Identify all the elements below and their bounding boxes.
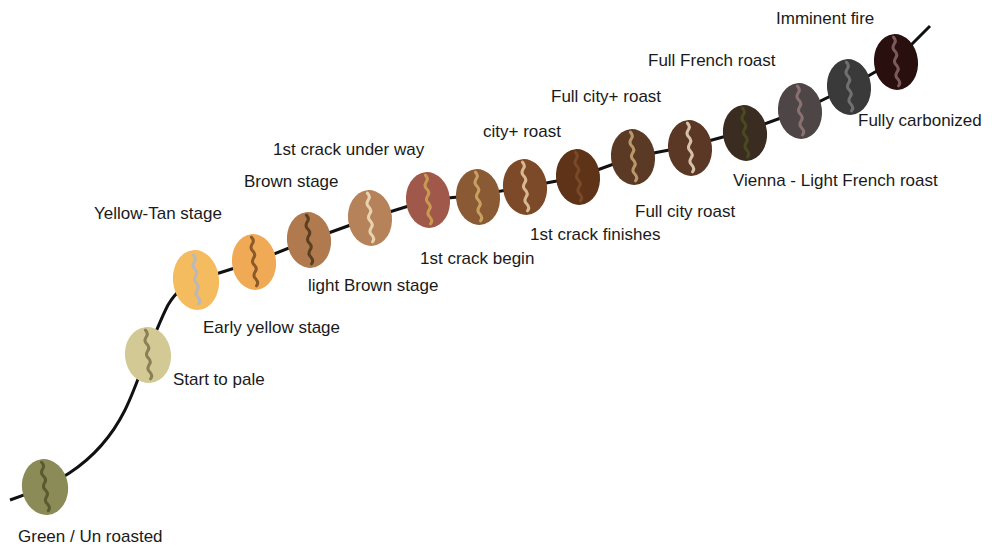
- stage-label: Early yellow stage: [203, 318, 340, 338]
- coffee-bean: [345, 188, 395, 248]
- coffee-bean: [665, 118, 715, 178]
- coffee-bean: [824, 57, 874, 117]
- stage-label: Green / Un roasted: [18, 527, 163, 547]
- coffee-bean: [453, 167, 503, 227]
- stage-label: 1st crack begin: [420, 249, 534, 269]
- coffee-bean: [553, 147, 603, 207]
- stage-label: city+ roast: [483, 122, 561, 142]
- coffee-bean: [500, 157, 550, 217]
- stage-label: light Brown stage: [308, 276, 438, 296]
- stage-label: Brown stage: [244, 172, 339, 192]
- coffee-bean: [284, 210, 334, 270]
- coffee-bean: [229, 232, 279, 292]
- stage-label: Imminent fire: [776, 9, 874, 29]
- stage-label: 1st crack finishes: [530, 225, 660, 245]
- coffee-bean: [608, 127, 658, 187]
- stage-label: Vienna - Light French roast: [733, 171, 938, 191]
- coffee-bean: [720, 103, 770, 163]
- coffee-bean: [871, 32, 921, 92]
- stage-label: Start to pale: [173, 370, 265, 390]
- stage-label: Full French roast: [648, 51, 776, 71]
- coffee-bean: [18, 456, 71, 518]
- stage-label: Full city roast: [635, 202, 735, 222]
- coffee-bean: [170, 248, 222, 312]
- coffee-bean: [122, 325, 174, 386]
- stage-label: Fully carbonized: [858, 111, 982, 131]
- coffee-bean: [775, 81, 825, 141]
- coffee-bean: [403, 170, 453, 230]
- roast-curve: [10, 26, 930, 500]
- stage-label: Yellow-Tan stage: [94, 204, 222, 224]
- stage-label: Full city+ roast: [551, 87, 661, 107]
- stage-label: 1st crack under way: [273, 140, 424, 160]
